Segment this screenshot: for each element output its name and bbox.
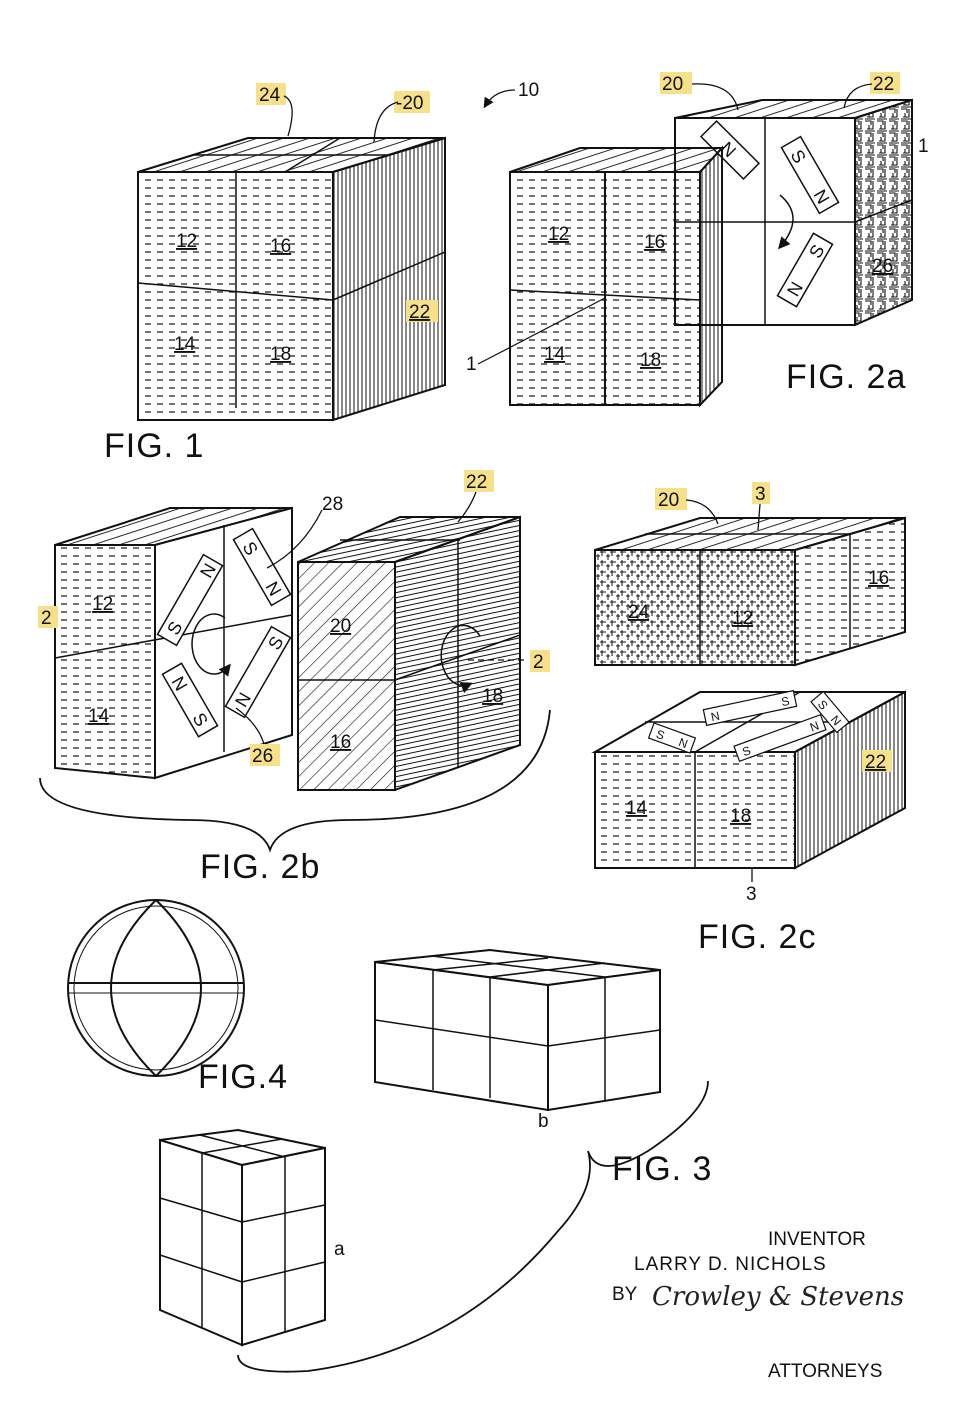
fig1-label-22: 22 bbox=[409, 302, 430, 323]
fig2b-label-12: 12 bbox=[92, 594, 113, 615]
figure-2b: SN SN NS NS 12 14 2 28 26 20 16 18 22 2 … bbox=[38, 470, 551, 886]
fig2c-label-22: 22 bbox=[865, 752, 886, 773]
attorneys-label: ATTORNEYS bbox=[768, 1361, 882, 1382]
fig2a-label-20: 20 bbox=[662, 74, 683, 95]
fig2b-label-18: 18 bbox=[482, 686, 503, 707]
fig2c-bottom-side-face bbox=[794, 690, 906, 870]
fig1-label-18: 18 bbox=[270, 344, 291, 365]
fig2b-label-2-left: 2 bbox=[41, 608, 52, 629]
signature-block: INVENTOR LARRY D. NICHOLS BY Crowley & S… bbox=[612, 1229, 904, 1382]
fig2b-label-22: 22 bbox=[466, 472, 487, 493]
fig2c-label-16: 16 bbox=[868, 568, 889, 589]
fig2c-label-3-bottom: 3 bbox=[746, 884, 757, 905]
fig2a-caption: FIG. 2a bbox=[786, 358, 906, 396]
fig2a-label-22: 22 bbox=[873, 74, 894, 95]
fig1-side-face bbox=[332, 136, 446, 422]
fig2c-label-14: 14 bbox=[626, 798, 648, 819]
fig1-highlight-22 bbox=[406, 300, 438, 322]
fig1-label-20: -20 bbox=[396, 93, 423, 114]
figure-1-cube: 12 16 14 18 24 -20 22 FIG. 1 bbox=[104, 83, 446, 465]
fig2a-back-side-face bbox=[854, 98, 913, 327]
fig2b-label-14: 14 bbox=[88, 706, 110, 727]
fig3-label-a: a bbox=[334, 1239, 345, 1260]
fig1-label-14: 14 bbox=[174, 334, 196, 355]
attorneys-signature: Crowley & Stevens bbox=[652, 1282, 904, 1312]
fig2a-label-18: 18 bbox=[640, 350, 661, 371]
fig2b-highlight-2-right bbox=[530, 650, 550, 672]
fig2c-label-20: 20 bbox=[658, 490, 679, 511]
label-10: 10 bbox=[518, 80, 539, 101]
fig2c-magnet-n-2: N bbox=[710, 709, 721, 724]
fig2c-label-3-top: 3 bbox=[755, 484, 766, 505]
fig3-bracket bbox=[237, 1080, 709, 1373]
fig2a-label-1-right: 1 bbox=[918, 136, 929, 157]
fig2b-highlight-22 bbox=[464, 470, 494, 492]
fig2b-highlight-26 bbox=[250, 744, 280, 766]
fig2b-left-front-face bbox=[54, 544, 156, 780]
fig2c-caption: FIG. 2c bbox=[698, 918, 816, 956]
fig2c-label-18: 18 bbox=[730, 806, 751, 827]
fig2a-highlight-22 bbox=[870, 72, 900, 94]
fig2a-front-side-face bbox=[699, 145, 723, 408]
fig2b-highlight-2-left bbox=[38, 606, 58, 628]
fig2b-right-front-face bbox=[297, 561, 396, 791]
fig2a-highlight-20 bbox=[660, 72, 692, 94]
fig2b-label-2-right: 2 bbox=[533, 652, 544, 673]
fig2c-highlight-20 bbox=[655, 488, 687, 510]
fig2b-label-26: 26 bbox=[252, 746, 273, 767]
figure-2c: 24 12 16 20 3 SN NS SN SN 14 18 22 3 FIG… bbox=[591, 482, 906, 956]
figure-3-block-a: a bbox=[159, 1128, 345, 1347]
fig2c-magnet-s-2: S bbox=[780, 694, 791, 709]
fig2c-highlight-22 bbox=[862, 750, 892, 772]
fig2b-label-16: 16 bbox=[330, 732, 351, 753]
fig2b-label-28: 28 bbox=[322, 494, 343, 515]
fig1-label-24: 24 bbox=[259, 85, 281, 106]
fig2b-caption: FIG. 2b bbox=[200, 848, 320, 886]
figure-4-sphere: FIG.4 bbox=[67, 899, 288, 1096]
by-label: BY bbox=[612, 1284, 638, 1305]
fig2c-highlight-3-top bbox=[752, 482, 770, 504]
fig1-highlight-20 bbox=[394, 91, 430, 113]
fig2c-label-24: 24 bbox=[628, 602, 650, 623]
fig2a-label-26: 26 bbox=[872, 256, 893, 277]
inventor-name: LARRY D. NICHOLS bbox=[634, 1254, 827, 1275]
fig1-label-16: 16 bbox=[270, 236, 291, 257]
fig3-caption: FIG. 3 bbox=[612, 1150, 712, 1188]
figure-2a: 10 N SN NS 20 22 1 26 1 12 16 14 18 FIG.… bbox=[466, 72, 929, 408]
fig2a-label-16: 16 bbox=[644, 232, 665, 253]
inventor-heading: INVENTOR bbox=[768, 1229, 866, 1250]
figure-3-block-b: b bbox=[374, 948, 661, 1132]
fig2c-top-front-face bbox=[594, 549, 796, 666]
fig2a-label-1-left: 1 bbox=[466, 354, 477, 375]
fig2a-front-front-face bbox=[509, 171, 606, 406]
fig2a-front-top-face bbox=[509, 147, 725, 173]
fig3-label-b: b bbox=[538, 1111, 549, 1132]
fig2a-label-12: 12 bbox=[548, 224, 569, 245]
fig4-caption: FIG.4 bbox=[198, 1058, 288, 1096]
fig2c-label-12: 12 bbox=[732, 608, 753, 629]
fig1-label-12: 12 bbox=[176, 231, 197, 252]
fig1-caption: FIG. 1 bbox=[104, 427, 204, 465]
fig2b-label-20: 20 bbox=[330, 616, 351, 637]
fig2a-label-14: 14 bbox=[544, 344, 566, 365]
fig1-highlight-24 bbox=[256, 83, 286, 105]
